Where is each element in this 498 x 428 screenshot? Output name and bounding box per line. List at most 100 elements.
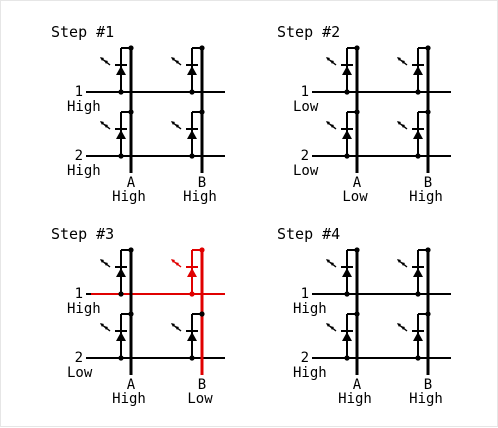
junction-dot <box>189 291 195 297</box>
junction-dot <box>118 153 124 159</box>
junction-dot <box>425 311 431 317</box>
emission-arrowhead <box>326 323 330 327</box>
diode-triangle <box>187 332 197 341</box>
junction-dot <box>415 291 421 297</box>
emission-arrowhead <box>104 262 108 266</box>
column-name: A <box>353 175 362 191</box>
row-level: High <box>293 301 327 317</box>
column-name: B <box>424 377 432 393</box>
column-name: A <box>127 175 136 191</box>
junction-dot <box>189 89 195 95</box>
column-name: B <box>198 377 206 393</box>
row-level: High <box>67 99 101 115</box>
junction-dot <box>118 355 124 361</box>
diode-triangle <box>116 130 126 139</box>
diode-triangle <box>187 66 197 75</box>
emission-arrowhead <box>330 262 334 266</box>
step-title: Step #3 <box>51 225 114 243</box>
row-number: 1 <box>75 286 83 302</box>
emission-arrowhead <box>171 57 175 61</box>
junction-dot <box>354 311 360 317</box>
row-level: Low <box>67 365 93 381</box>
column-name: A <box>353 377 362 393</box>
junction-dot <box>344 355 350 361</box>
junction-dot <box>415 89 421 95</box>
emission-arrowhead <box>104 124 108 128</box>
emission-arrowhead <box>104 326 108 330</box>
led-cell <box>397 109 431 159</box>
column-level: High <box>409 189 443 205</box>
junction-dot <box>199 45 205 51</box>
emission-arrowhead <box>171 259 175 263</box>
junction-dot <box>199 247 205 253</box>
junction-dot <box>199 109 205 115</box>
led-cell <box>326 109 360 159</box>
led-cell <box>171 45 205 95</box>
row-level: High <box>293 365 327 381</box>
row-number: 1 <box>75 84 83 100</box>
diode-triangle <box>342 130 352 139</box>
column-name: A <box>127 377 136 393</box>
diode-triangle <box>116 268 126 277</box>
junction-dot <box>354 247 360 253</box>
diode-triangle <box>413 66 423 75</box>
junction-dot <box>128 247 134 253</box>
junction-dot <box>118 89 124 95</box>
step-title: Step #2 <box>277 23 340 41</box>
emission-arrowhead <box>171 323 175 327</box>
diode-triangle <box>413 130 423 139</box>
junction-dot <box>415 355 421 361</box>
emission-arrowhead <box>401 60 405 64</box>
diode-triangle <box>187 130 197 139</box>
row-level: High <box>67 163 101 179</box>
emission-arrowhead <box>401 124 405 128</box>
junction-dot <box>128 45 134 51</box>
column-name: B <box>198 175 206 191</box>
emission-arrowhead <box>100 57 104 61</box>
emission-arrowhead <box>175 124 179 128</box>
row-number: 2 <box>301 350 309 366</box>
diode-triangle <box>116 332 126 341</box>
led-cell <box>397 247 431 297</box>
led-cell <box>171 311 205 361</box>
emission-arrowhead <box>171 121 175 125</box>
column-level: Low <box>187 391 213 407</box>
step-title: Step #1 <box>51 23 114 41</box>
emission-arrowhead <box>401 262 405 266</box>
emission-arrowhead <box>397 121 401 125</box>
emission-arrowhead <box>326 259 330 263</box>
led-cell <box>100 109 134 159</box>
column-level: Low <box>342 189 368 205</box>
row-number: 1 <box>301 286 309 302</box>
led-cell <box>397 45 431 95</box>
junction-dot <box>425 247 431 253</box>
emission-arrowhead <box>330 60 334 64</box>
junction-dot <box>344 291 350 297</box>
junction-dot <box>128 311 134 317</box>
junction-dot <box>344 153 350 159</box>
column-level: High <box>112 189 146 205</box>
step-title: Step #4 <box>277 225 340 243</box>
column-level: High <box>112 391 146 407</box>
led-cell <box>171 247 205 297</box>
emission-arrowhead <box>175 326 179 330</box>
column-level: High <box>338 391 372 407</box>
junction-dot <box>425 109 431 115</box>
junction-dot <box>354 109 360 115</box>
diode-triangle <box>413 332 423 341</box>
row-level: Low <box>293 99 319 115</box>
junction-dot <box>425 45 431 51</box>
led-cell <box>326 45 360 95</box>
row-number: 2 <box>75 350 83 366</box>
emission-arrowhead <box>326 57 330 61</box>
led-cell <box>326 247 360 297</box>
emission-arrowhead <box>104 60 108 64</box>
column-level: High <box>409 391 443 407</box>
junction-dot <box>189 355 195 361</box>
